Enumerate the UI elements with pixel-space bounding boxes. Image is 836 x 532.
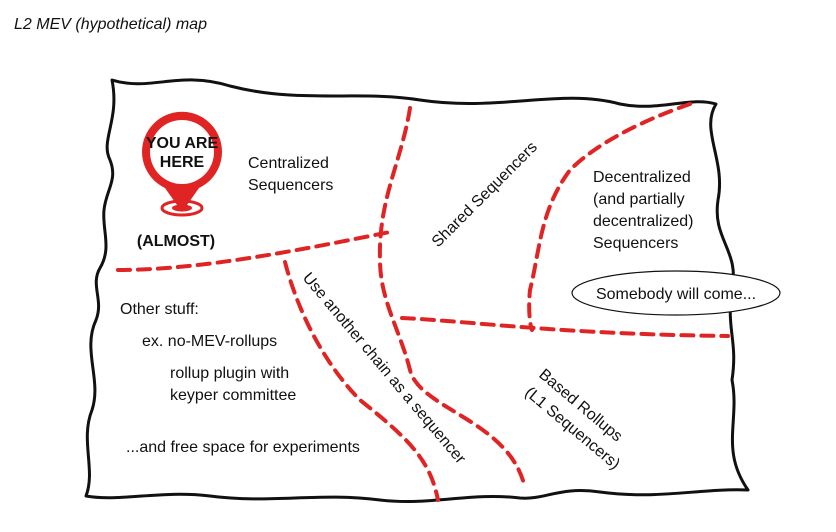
- region-decentralized-line3: decentralized): [593, 213, 694, 230]
- border-centralized-other: [116, 230, 392, 272]
- region-centralized-line2: Sequencers: [248, 177, 333, 194]
- region-decentralized-line2: (and partially: [593, 191, 685, 208]
- region-decentralized-line4: Sequencers: [593, 235, 678, 252]
- border-centralized-shared: [377, 106, 527, 490]
- border-shared-decentralized: [527, 102, 692, 332]
- border-shared-based: [400, 316, 730, 338]
- border-other-another-chain: [283, 260, 440, 502]
- region-centralized-line1: Centralized: [248, 155, 329, 172]
- region-somebody: Somebody will come...: [596, 286, 756, 303]
- region-shared: Shared Sequencers: [429, 139, 541, 251]
- region-decentralized-line1: Decentralized: [593, 169, 691, 186]
- map-pin-icon: [142, 111, 223, 217]
- other-plugin-line2: keyper committee: [170, 387, 296, 404]
- pin-caption: (ALMOST): [137, 233, 215, 250]
- somebody-bubble: [571, 270, 781, 316]
- page-title: L2 MEV (hypothetical) map: [14, 16, 207, 33]
- map-outline: [84, 78, 750, 504]
- other-heading: Other stuff:: [120, 301, 199, 318]
- pin-text-line2: HERE: [160, 154, 205, 171]
- other-example: ex. no-MEV-rollups: [142, 333, 277, 350]
- other-plugin-line1: rollup plugin with: [170, 365, 289, 382]
- pin-text-line1: YOU ARE: [146, 135, 219, 152]
- other-free-space: ...and free space for experiments: [126, 439, 360, 456]
